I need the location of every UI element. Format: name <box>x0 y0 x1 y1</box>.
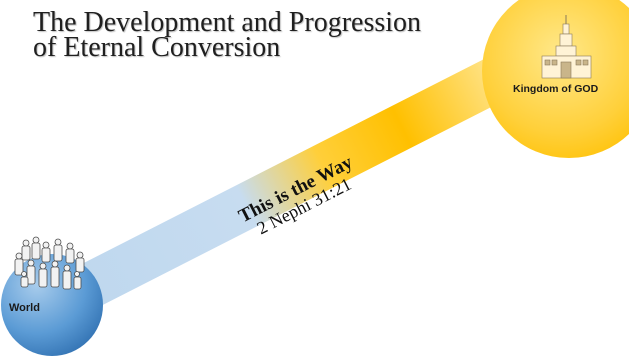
temple-icon <box>541 15 592 79</box>
title-line-2: of Eternal Conversion <box>33 32 281 63</box>
group-of-people-icon <box>14 236 85 290</box>
slide-title: The Development and Progression of Etern… <box>33 7 422 63</box>
title-line-1: The Development and Progression <box>33 7 422 38</box>
path-band <box>41 37 549 326</box>
kingdom-label: Kingdom of GOD <box>513 83 599 95</box>
world-label: World <box>9 302 40 314</box>
kingdom-circle <box>482 0 629 158</box>
